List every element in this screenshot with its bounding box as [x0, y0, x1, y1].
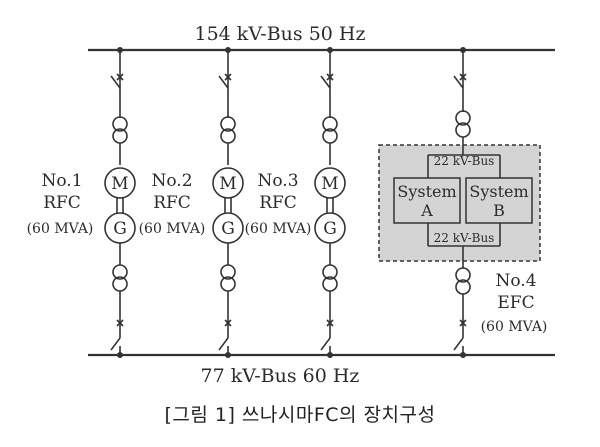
unit-3-rating: (60 MVA) — [245, 221, 312, 237]
disconnect-switch — [453, 75, 464, 89]
disconnect-switch — [218, 75, 229, 89]
unit-4-efc: 22 kV-Bus System A System B 22 kV-Bus — [378, 47, 541, 358]
disconnect-switch — [320, 75, 331, 89]
sub-bus-top-label: 22 kV-Bus — [434, 154, 495, 168]
bus-77kv-label: 77 kV-Bus 60 Hz — [201, 365, 360, 387]
disconnect-switch — [218, 337, 229, 351]
motor-circle — [104, 167, 136, 199]
transformer-lower — [455, 267, 471, 295]
transformer-upper — [220, 116, 236, 144]
transformer-lower — [112, 264, 128, 292]
sub-bus-bottom-label: 22 kV-Bus — [434, 231, 495, 245]
figure-caption: [그림 1] 쓰나시마FC의 장치구성 — [164, 404, 436, 426]
unit-2-rating: (60 MVA) — [139, 221, 206, 237]
unit-2-name: No.2 — [151, 171, 192, 191]
unit-4-rating: (60 MVA) — [481, 319, 548, 335]
motor-label: M — [321, 174, 338, 194]
transformer-lower — [220, 264, 236, 292]
motor-label: M — [111, 174, 128, 194]
unit-2-type: RFC — [153, 193, 191, 213]
generator-label: G — [221, 219, 235, 239]
unit-1-type: RFC — [43, 193, 81, 213]
motor-label: M — [219, 174, 236, 194]
unit-4-type: EFC — [497, 293, 534, 313]
disconnect-switch — [110, 75, 121, 89]
transformer-upper — [322, 116, 338, 144]
unit-1-name: No.1 — [41, 171, 82, 191]
unit-1-rating: (60 MVA) — [27, 221, 94, 237]
bus-154kv-label: 154 kV-Bus 50 Hz — [195, 23, 366, 45]
system-a-line1: System — [397, 182, 456, 201]
unit-4-name: No.4 — [495, 271, 536, 291]
system-a-box — [393, 177, 461, 224]
disconnect-switch — [320, 337, 331, 351]
transformer-upper — [455, 110, 471, 138]
disconnect-switch — [453, 337, 464, 351]
motor-circle — [314, 167, 346, 199]
disconnect-switch — [110, 337, 121, 351]
unit-3-name: No.3 — [257, 171, 298, 191]
unit-1-rfc: M G — [104, 47, 136, 358]
system-b-line1: System — [469, 182, 528, 201]
unit-3-type: RFC — [259, 193, 297, 213]
unit-3-rfc: M G — [314, 47, 346, 358]
system-b-box — [465, 177, 533, 224]
transformer-upper — [112, 116, 128, 144]
motor-circle — [212, 167, 244, 199]
unit-2-rfc: M G — [212, 47, 244, 358]
generator-label: G — [323, 219, 337, 239]
system-b-line2: B — [493, 201, 505, 220]
system-a-line2: A — [420, 201, 433, 220]
generator-label: G — [113, 219, 127, 239]
transformer-lower — [322, 264, 338, 292]
